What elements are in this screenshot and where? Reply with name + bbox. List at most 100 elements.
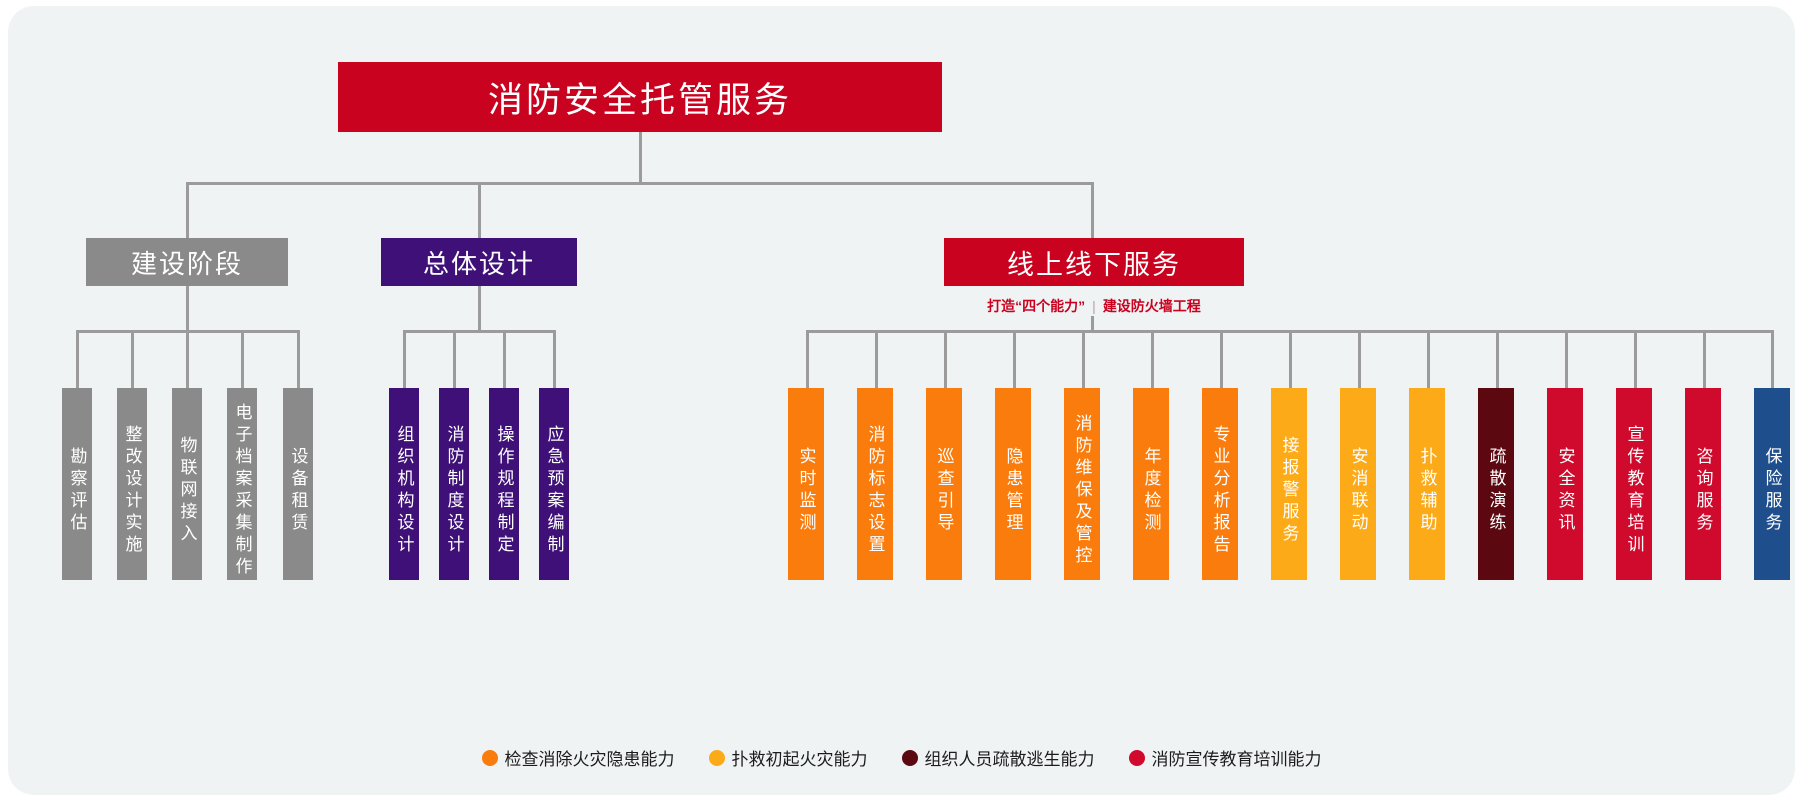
leaf-node[interactable]: 勘察评估: [62, 388, 92, 580]
connector-branch-drop-3: [1091, 182, 1094, 238]
legend-label: 组织人员疏散逃生能力: [924, 750, 1095, 769]
leaf-label: 应急预案编制: [544, 425, 564, 557]
leaf-label: 电子档案采集制作: [232, 403, 252, 579]
leaf-label: 实时监测: [796, 447, 816, 535]
leaf-node[interactable]: 安消联动: [1340, 388, 1376, 580]
branch-subtitle-left: 打造“四个能力”: [987, 298, 1086, 314]
leaf-label: 保险服务: [1762, 447, 1782, 535]
leaf-label: 接报警服务: [1279, 436, 1299, 546]
leaf-label: 咨询服务: [1693, 447, 1713, 535]
leaf-node[interactable]: 安全资讯: [1547, 388, 1583, 580]
branch-header-online-offline-service[interactable]: 线上线下服务: [944, 238, 1244, 286]
leaf-label: 扑救辅助: [1417, 447, 1437, 535]
legend-dot-icon: [1128, 749, 1145, 766]
connector-service-leaf-2: [875, 330, 878, 388]
leaf-node[interactable]: 咨询服务: [1685, 388, 1721, 580]
leaf-node[interactable]: 整改设计实施: [117, 388, 147, 580]
connector-construction-leaf-2: [131, 330, 134, 388]
root-node[interactable]: 消防安全托管服务: [338, 62, 942, 132]
connector-branch-drop-1: [186, 182, 189, 238]
leaf-node[interactable]: 保险服务: [1754, 388, 1790, 580]
leaf-label: 宣传教育培训: [1624, 425, 1644, 557]
connector-service-horizontal: [806, 330, 1771, 333]
connector-service-leaf-10: [1427, 330, 1430, 388]
legend-item: 组织人员疏散逃生能力: [901, 745, 1095, 770]
leaf-label: 消防制度设计: [444, 425, 464, 557]
leaf-node[interactable]: 疏散演练: [1478, 388, 1514, 580]
leaf-node[interactable]: 电子档案采集制作: [227, 388, 257, 580]
connector-construction-leaf-3: [186, 330, 189, 388]
legend-label: 扑救初起火灾能力: [731, 750, 868, 769]
connector-design-leaf-2: [453, 330, 456, 388]
branch-header-overall-design[interactable]: 总体设计: [381, 238, 577, 286]
legend-dot-icon: [708, 749, 725, 766]
leaf-label: 消防标志设置: [865, 425, 885, 557]
legend: 检查消除火灾隐患能力 扑救初起火灾能力 组织人员疏散逃生能力 消防宣传教育培训能…: [0, 745, 1803, 770]
connector-branch-drop-2: [478, 182, 481, 238]
leaf-label: 疏散演练: [1486, 447, 1506, 535]
branch-header-label: 线上线下服务: [1007, 249, 1181, 280]
connector-design-trunk: [478, 286, 481, 330]
leaf-node[interactable]: 消防制度设计: [439, 388, 469, 580]
connector-service-leaf-11: [1496, 330, 1499, 388]
connector-root-horizontal: [186, 182, 1094, 185]
connector-root-trunk: [639, 132, 642, 182]
leaf-node[interactable]: 实时监测: [788, 388, 824, 580]
leaf-node[interactable]: 物联网接入: [172, 388, 202, 580]
connector-construction-leaf-5: [297, 330, 300, 388]
branch-subtitle: 打造“四个能力” | 建设防火墙工程: [944, 296, 1244, 316]
leaf-node[interactable]: 设备租赁: [283, 388, 313, 580]
leaf-node[interactable]: 年度检测: [1133, 388, 1169, 580]
connector-service-leaf-15: [1771, 330, 1774, 388]
connector-construction-leaf-1: [76, 330, 79, 388]
leaf-node[interactable]: 隐患管理: [995, 388, 1031, 580]
leaf-label: 勘察评估: [67, 447, 87, 535]
branch-subtitle-right: 建设防火墙工程: [1102, 298, 1201, 314]
connector-service-leaf-8: [1289, 330, 1292, 388]
connector-service-leaf-6: [1151, 330, 1154, 388]
leaf-label: 消防维保及管控: [1072, 414, 1092, 568]
connector-service-leaf-1: [806, 330, 809, 388]
leaf-label: 专业分析报告: [1210, 425, 1230, 557]
leaf-node[interactable]: 应急预案编制: [539, 388, 569, 580]
leaf-label: 安消联动: [1348, 447, 1368, 535]
leaf-node[interactable]: 消防标志设置: [857, 388, 893, 580]
leaf-node[interactable]: 巡查引导: [926, 388, 962, 580]
connector-service-leaf-3: [944, 330, 947, 388]
leaf-node[interactable]: 操作规程制定: [489, 388, 519, 580]
connector-service-leaf-4: [1013, 330, 1016, 388]
leaf-label: 隐患管理: [1003, 447, 1023, 535]
legend-dot-icon: [901, 749, 918, 766]
leaf-node[interactable]: 消防维保及管控: [1064, 388, 1100, 580]
leaf-node[interactable]: 宣传教育培训: [1616, 388, 1652, 580]
legend-label: 检查消除火灾隐患能力: [504, 750, 675, 769]
connector-design-leaf-1: [403, 330, 406, 388]
leaf-label: 整改设计实施: [122, 425, 142, 557]
legend-item: 检查消除火灾隐患能力: [481, 745, 675, 770]
leaf-label: 巡查引导: [934, 447, 954, 535]
connector-construction-trunk: [186, 286, 189, 330]
leaf-node[interactable]: 扑救辅助: [1409, 388, 1445, 580]
root-node-label: 消防安全托管服务: [487, 80, 792, 120]
connector-service-leaf-12: [1565, 330, 1568, 388]
leaf-node[interactable]: 接报警服务: [1271, 388, 1307, 580]
connector-construction-leaf-4: [241, 330, 244, 388]
legend-dot-icon: [481, 749, 498, 766]
leaf-node[interactable]: 组织机构设计: [389, 388, 419, 580]
branch-subtitle-separator: |: [1092, 298, 1096, 314]
connector-design-leaf-4: [553, 330, 556, 388]
connector-service-leaf-14: [1703, 330, 1706, 388]
connector-design-horizontal: [403, 330, 555, 333]
leaf-label: 设备租赁: [288, 447, 308, 535]
connector-service-leaf-9: [1358, 330, 1361, 388]
leaf-label: 安全资讯: [1555, 447, 1575, 535]
legend-label: 消防宣传教育培训能力: [1151, 750, 1322, 769]
branch-header-label: 建设阶段: [130, 248, 243, 279]
leaf-label: 物联网接入: [177, 436, 197, 546]
leaf-node[interactable]: 专业分析报告: [1202, 388, 1238, 580]
branch-header-label: 总体设计: [422, 248, 535, 279]
branch-header-construction[interactable]: 建设阶段: [86, 238, 288, 286]
connector-service-leaf-7: [1220, 330, 1223, 388]
connector-service-trunk: [1091, 316, 1094, 330]
